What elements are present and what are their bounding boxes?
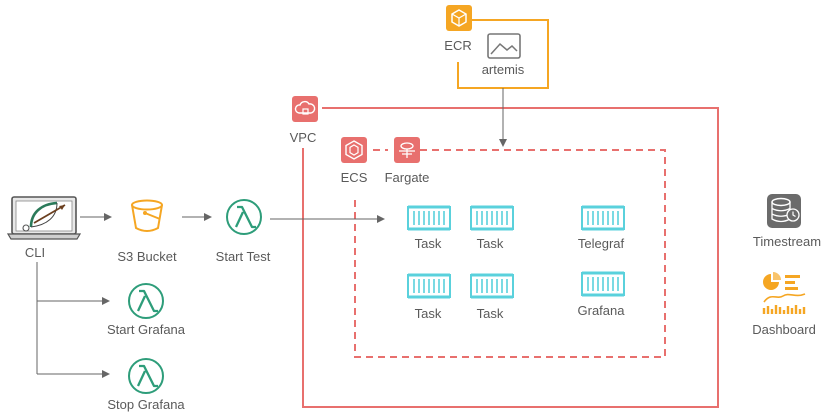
fargate-label: Fargate	[384, 170, 430, 185]
task-label: Task	[414, 306, 442, 321]
task-label: Task	[476, 236, 504, 251]
lambda-icon-stop-grafana	[128, 358, 164, 394]
cli-label: CLI	[24, 245, 46, 260]
lambda-icon-start-test	[226, 199, 262, 235]
ecs-icon	[341, 137, 367, 163]
laptop-icon	[7, 196, 81, 240]
telegraf-container-icon	[581, 205, 625, 231]
s3-bucket-icon	[131, 199, 163, 232]
fargate-icon	[394, 137, 420, 163]
task-container-icon	[407, 205, 451, 231]
image-icon	[487, 33, 521, 59]
task-container-icon	[470, 273, 514, 299]
lambda-icon-start-grafana	[128, 283, 164, 319]
task-label: Task	[414, 236, 442, 251]
telegraf-label: Telegraf	[577, 236, 625, 251]
grafana-container-icon	[581, 271, 625, 297]
timestream-icon	[767, 194, 801, 228]
task-container-icon	[407, 273, 451, 299]
ecs-label: ECS	[340, 170, 368, 185]
vpc-icon	[292, 96, 318, 122]
stop-grafana-label: Stop Grafana	[107, 397, 185, 412]
task-container-icon	[470, 205, 514, 231]
start-test-label: Start Test	[215, 249, 271, 264]
task-label: Task	[476, 306, 504, 321]
artemis-label: artemis	[481, 62, 525, 77]
start-grafana-label: Start Grafana	[106, 322, 186, 337]
ecr-icon	[446, 5, 472, 31]
ecs-boundary	[354, 149, 666, 358]
s3-label: S3 Bucket	[117, 249, 177, 264]
vpc-boundary	[302, 107, 719, 408]
dashboard-label: Dashboard	[752, 322, 816, 337]
ecr-label: ECR	[444, 38, 472, 53]
ecr-boundary	[457, 19, 549, 89]
dashboard-icon	[762, 272, 806, 314]
timestream-label: Timestream	[752, 234, 822, 249]
grafana-label: Grafana	[577, 303, 625, 318]
vpc-label: VPC	[289, 130, 317, 145]
